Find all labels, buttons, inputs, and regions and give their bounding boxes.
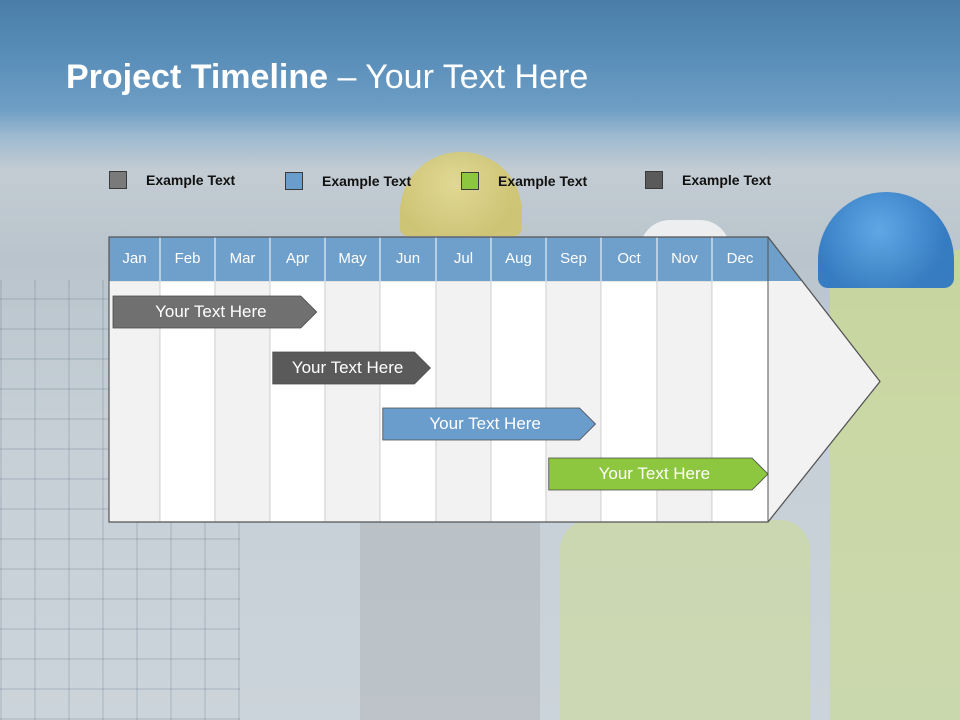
month-header-bar [109, 237, 768, 281]
month-label-aug: Aug [505, 250, 532, 267]
legend-label-3: Example Text [498, 173, 588, 189]
page-title: Project Timeline – Your Text Here [66, 58, 588, 97]
task-arrow-3 [382, 407, 597, 441]
legend-swatch-1 [109, 171, 127, 189]
legend-swatch-3 [461, 172, 479, 190]
task-arrow-4 [548, 457, 769, 491]
month-label-may: May [338, 250, 367, 267]
month-label-dec: Dec [726, 250, 754, 267]
month-label-jul: Jul [453, 250, 474, 267]
yellow-helmet-background [400, 152, 522, 236]
task-label-2: Your Text Here [291, 358, 404, 377]
worker-vest-background [560, 520, 810, 720]
task-arrow-2 [272, 351, 431, 385]
legend-label-4: Example Text [682, 172, 772, 188]
month-label-apr: Apr [285, 250, 310, 267]
worker-vest-background-right [830, 250, 960, 720]
month-label-sep: Sep [560, 250, 587, 267]
month-column [324, 280, 381, 523]
month-label-jan: Jan [122, 250, 147, 267]
task-label-1: Your Text Here [155, 302, 267, 321]
page-title-bold: Project Timeline [66, 58, 329, 96]
month-label-oct: Oct [617, 250, 641, 267]
month-label-feb: Feb [174, 250, 201, 267]
legend-label-2: Example Text [322, 173, 412, 189]
month-label-mar: Mar [229, 250, 256, 267]
legend-label-1: Example Text [146, 172, 236, 188]
worker-figure-background [360, 520, 540, 720]
page-title-rest: – Your Text Here [328, 58, 589, 96]
legend-swatch-2 [285, 172, 303, 190]
month-column [490, 280, 547, 523]
month-column [435, 280, 492, 523]
task-label-3: Your Text Here [429, 414, 541, 433]
month-label-jun: Jun [395, 250, 421, 267]
legend-swatch-4 [645, 171, 663, 189]
task-label-4: Your Text Here [598, 464, 711, 483]
task-arrow-1 [112, 295, 318, 329]
month-column [379, 280, 437, 523]
month-label-nov: Nov [671, 250, 698, 267]
timeline-arrow-outline [108, 236, 881, 523]
